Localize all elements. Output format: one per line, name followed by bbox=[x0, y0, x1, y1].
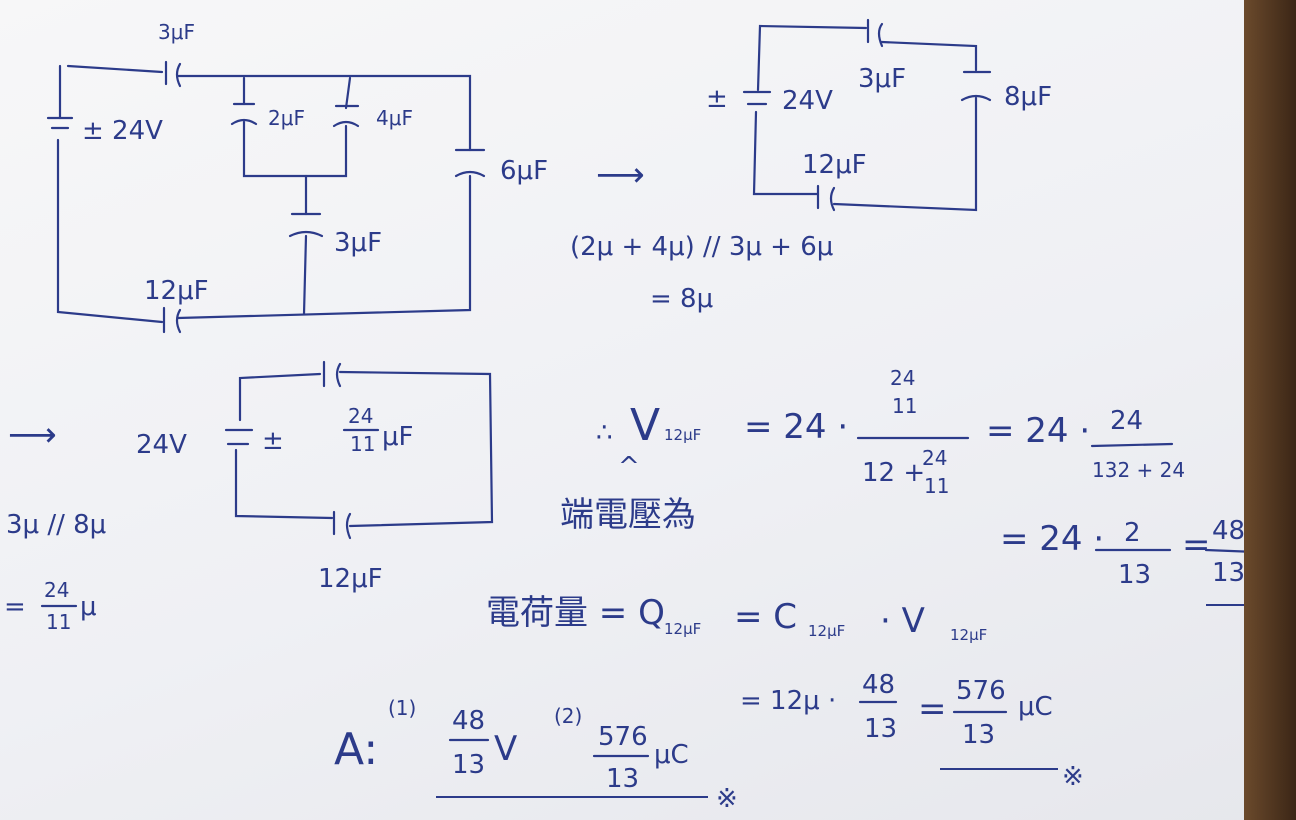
charge-line2: = 12μ · bbox=[740, 686, 837, 716]
v-eq2: = 24 · bbox=[986, 411, 1091, 451]
answer-part1-num: 48 bbox=[452, 706, 486, 736]
v-frac4-num: 48 bbox=[1212, 516, 1246, 546]
c3-ceq-num: 24 bbox=[348, 404, 374, 428]
arrow-right-icon-2: ⟶ bbox=[8, 415, 57, 455]
step2-line1: 3μ // 8μ bbox=[6, 510, 107, 540]
arrow-right-icon: ⟶ bbox=[596, 155, 645, 195]
step1-line1: (2μ + 4μ) // 3μ + 6μ bbox=[570, 232, 834, 262]
answer-label: A: bbox=[334, 724, 379, 775]
c2-3uF-label: 3μF bbox=[858, 64, 907, 94]
c2-battery-sign: ± bbox=[706, 84, 728, 114]
v-eq3: = 24 · bbox=[1000, 519, 1105, 559]
v12-subscript: 12μF bbox=[664, 426, 702, 444]
v-eq4: = bbox=[1182, 525, 1211, 565]
v12-symbol: V bbox=[630, 400, 661, 451]
v-frac1-numnum: 24 bbox=[890, 366, 916, 390]
charge-result-num: 576 bbox=[956, 676, 1006, 706]
c1-3uF-mid-label: 3μF bbox=[334, 228, 383, 258]
answer-underline bbox=[436, 796, 708, 798]
answer-part2-unit: μC bbox=[654, 740, 689, 770]
c3-12uF-label: 12μF bbox=[318, 564, 383, 594]
answer-part1-index: (1) bbox=[388, 696, 417, 720]
answer-part2-index: (2) bbox=[554, 704, 583, 728]
v-frac3-num: 2 bbox=[1124, 518, 1141, 548]
therefore-symbol: ∴ bbox=[596, 418, 613, 448]
charge-label: 電荷量 = Q bbox=[486, 593, 665, 633]
v-eq1: = 24 · bbox=[744, 407, 849, 447]
step2-eq: = bbox=[4, 592, 26, 622]
answer-part1-den: 13 bbox=[452, 750, 486, 780]
c12-subscript: 12μF bbox=[808, 622, 846, 640]
c3-ceq-unit: μF bbox=[382, 422, 414, 452]
step2-den: 11 bbox=[46, 610, 72, 634]
charge-result-underline bbox=[940, 768, 1058, 770]
v-frac1-den-den: 11 bbox=[924, 474, 950, 498]
charge-frac-num: 48 bbox=[862, 670, 896, 700]
c2-battery-label: 24V bbox=[782, 86, 833, 116]
c1-top-cap-label: 3μF bbox=[158, 20, 195, 44]
charge-frac-den: 13 bbox=[864, 714, 898, 744]
step2-unit: μ bbox=[80, 592, 97, 622]
c3-ceq-den: 11 bbox=[350, 432, 376, 456]
c1-battery-label: ± 24V bbox=[82, 116, 163, 146]
charge-result-unit: μC bbox=[1018, 692, 1053, 722]
q12-subscript: 12μF bbox=[664, 620, 702, 638]
c2-12uF-label: 12μF bbox=[802, 150, 867, 180]
step2-num: 24 bbox=[44, 578, 70, 602]
charge-v12-subscript: 12μF bbox=[950, 626, 988, 644]
table-edge bbox=[1244, 0, 1296, 820]
c1-6uF-label: 6μF bbox=[500, 156, 549, 186]
answer-mark: ※ bbox=[716, 784, 738, 814]
v-result-underline bbox=[1206, 604, 1276, 606]
charge-result-mark: ※ bbox=[1062, 762, 1084, 792]
v12-caret: ^ bbox=[618, 452, 640, 482]
c3-battery-label: 24V bbox=[136, 430, 187, 460]
charge-result-den: 13 bbox=[962, 720, 996, 750]
c1-12uF-label: 12μF bbox=[144, 276, 209, 306]
circuit-1-capacitors bbox=[46, 60, 486, 334]
answer-part1-unit: V bbox=[494, 729, 518, 769]
charge-v12: · V bbox=[880, 601, 925, 641]
circuit-3-wires bbox=[234, 370, 494, 528]
step1-line2: = 8μ bbox=[650, 284, 714, 314]
circuit-3-capacitors bbox=[224, 360, 352, 540]
v-frac3-den: 13 bbox=[1118, 560, 1152, 590]
v-frac2-num: 24 bbox=[1110, 406, 1144, 436]
v-frac1-numden: 11 bbox=[892, 394, 918, 418]
circuit-2-wires bbox=[752, 24, 978, 212]
charge-c12: = C bbox=[734, 597, 798, 637]
v-frac4-den: 13 bbox=[1212, 558, 1246, 588]
v-frac1-den-num: 24 bbox=[922, 446, 948, 470]
v-frac2-den: 132 + 24 bbox=[1092, 458, 1186, 482]
v-frac1-den-a: 12 + bbox=[862, 458, 926, 488]
c3-battery-sign: ± bbox=[262, 426, 284, 456]
c1-4uF-label: 4μF bbox=[376, 106, 413, 130]
v12-note: 端電壓為 bbox=[560, 495, 696, 535]
answer-part2-num: 576 bbox=[598, 722, 648, 752]
c2-8uF-label: 8μF bbox=[1004, 82, 1053, 112]
c1-2uF-label: 2μF bbox=[268, 106, 305, 130]
circuit-2-capacitors bbox=[742, 18, 992, 212]
answer-part2-den: 13 bbox=[606, 764, 640, 794]
circuit-1-wires bbox=[56, 64, 472, 324]
charge-eq2: = bbox=[918, 689, 947, 729]
